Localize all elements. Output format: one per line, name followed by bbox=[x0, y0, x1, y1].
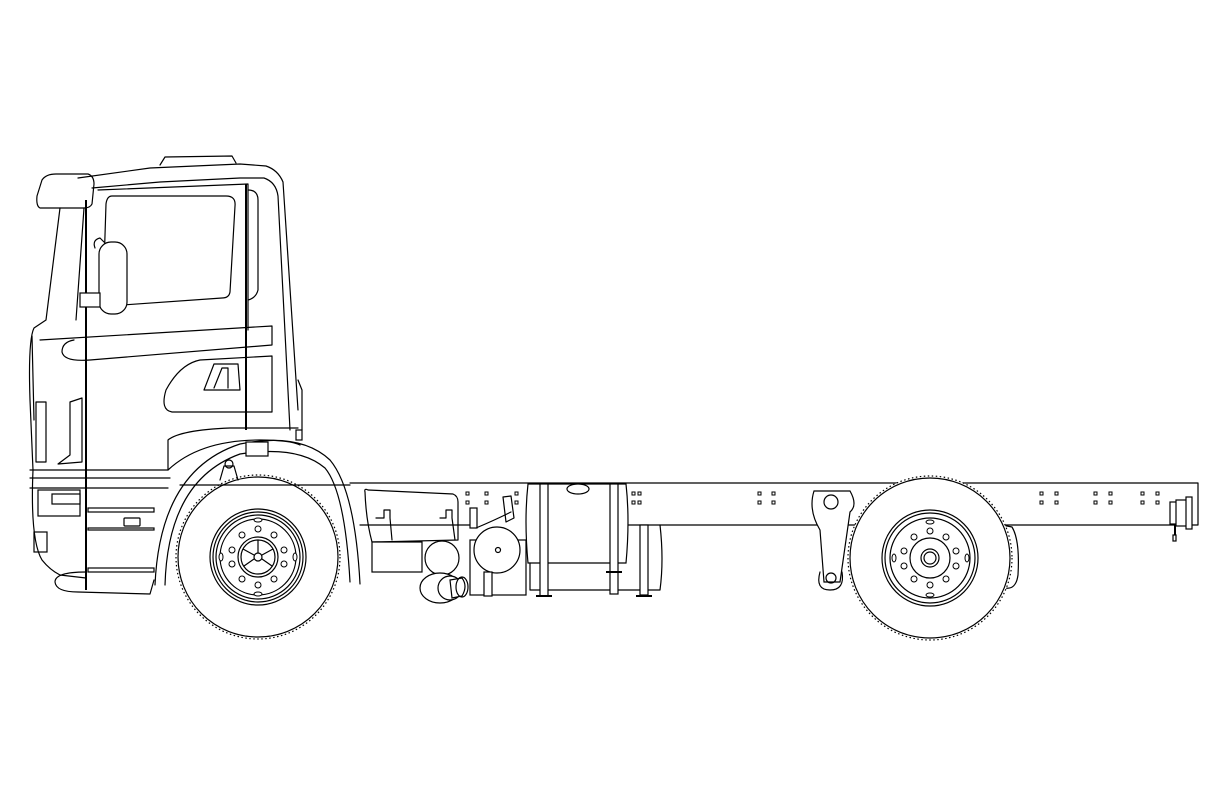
rear-mudguard-bracket bbox=[1001, 524, 1019, 589]
air-tank bbox=[469, 495, 527, 597]
rear-wheel bbox=[847, 475, 1013, 641]
cab bbox=[28, 155, 361, 595]
exhaust-pipe bbox=[419, 572, 469, 604]
rear-spring-hanger bbox=[811, 490, 855, 591]
trailer-connector bbox=[1169, 496, 1193, 542]
fuel-tank bbox=[525, 483, 663, 597]
front-wheel bbox=[175, 474, 341, 640]
battery-box bbox=[364, 488, 460, 576]
